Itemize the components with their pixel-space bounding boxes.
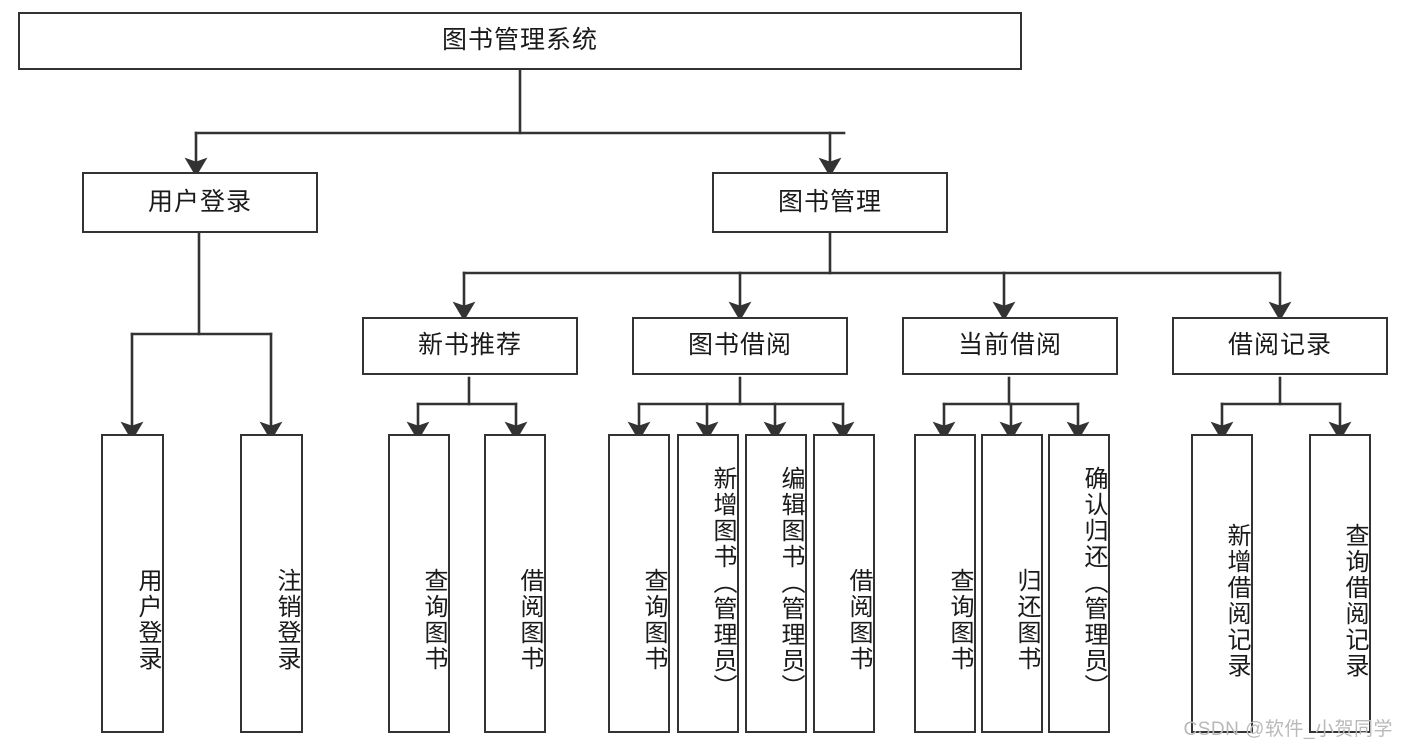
- leaf-confirm-return-admin[interactable]: 确认归还（管理员）: [1048, 434, 1110, 733]
- csdn-watermark: CSDN @软件_小贺同学: [1183, 719, 1393, 740]
- node-label: 查询图书: [946, 567, 973, 672]
- node-label: 编辑图书（管理员）: [777, 465, 804, 700]
- node-root-book-management-system[interactable]: 图书管理系统: [18, 12, 1022, 70]
- leaf-add-borrow-record[interactable]: 新增借阅记录: [1191, 434, 1253, 733]
- node-label: 借阅图书: [845, 567, 872, 672]
- node-label: 当前借阅: [957, 331, 1062, 360]
- node-label: 新增图书（管理员）: [709, 465, 736, 700]
- node-current-borrow[interactable]: 当前借阅: [902, 317, 1118, 375]
- leaf-edit-book-admin[interactable]: 编辑图书（管理员）: [745, 434, 807, 733]
- node-label: 确认归还（管理员）: [1080, 465, 1107, 700]
- node-label: 图书管理: [777, 187, 882, 216]
- leaf-query-book-recommend[interactable]: 查询图书: [388, 434, 450, 733]
- node-label: 借阅图书: [516, 567, 543, 672]
- leaf-query-book-current[interactable]: 查询图书: [914, 434, 976, 733]
- leaf-add-book-admin[interactable]: 新增图书（管理员）: [677, 434, 739, 733]
- leaf-return-book[interactable]: 归还图书: [981, 434, 1043, 733]
- leaf-query-book-borrow[interactable]: 查询图书: [608, 434, 670, 733]
- node-label: 用户登录: [134, 567, 161, 672]
- node-label: 归还图书: [1013, 567, 1040, 672]
- leaf-user-login[interactable]: 用户登录: [101, 434, 164, 733]
- node-user-login[interactable]: 用户登录: [82, 172, 318, 233]
- node-label: 新增借阅记录: [1223, 522, 1250, 679]
- node-label: 新书推荐: [417, 331, 522, 360]
- leaf-borrow-book-borrow[interactable]: 借阅图书: [813, 434, 875, 733]
- node-label: 查询借阅记录: [1341, 522, 1368, 679]
- node-book-borrow[interactable]: 图书借阅: [632, 317, 848, 375]
- leaf-query-borrow-record[interactable]: 查询借阅记录: [1309, 434, 1371, 733]
- node-new-book-recommend[interactable]: 新书推荐: [362, 317, 578, 375]
- node-label: 图书管理系统: [441, 26, 598, 55]
- node-book-management[interactable]: 图书管理: [712, 172, 948, 233]
- leaf-borrow-book-recommend[interactable]: 借阅图书: [484, 434, 546, 733]
- node-borrow-record[interactable]: 借阅记录: [1172, 317, 1388, 375]
- node-label: 图书借阅: [687, 331, 792, 360]
- node-label: 借阅记录: [1227, 331, 1332, 360]
- node-label: 查询图书: [420, 567, 447, 672]
- node-label: 查询图书: [640, 567, 667, 672]
- node-label: 用户登录: [147, 187, 252, 216]
- node-label: 注销登录: [273, 567, 300, 672]
- leaf-user-logout[interactable]: 注销登录: [240, 434, 303, 733]
